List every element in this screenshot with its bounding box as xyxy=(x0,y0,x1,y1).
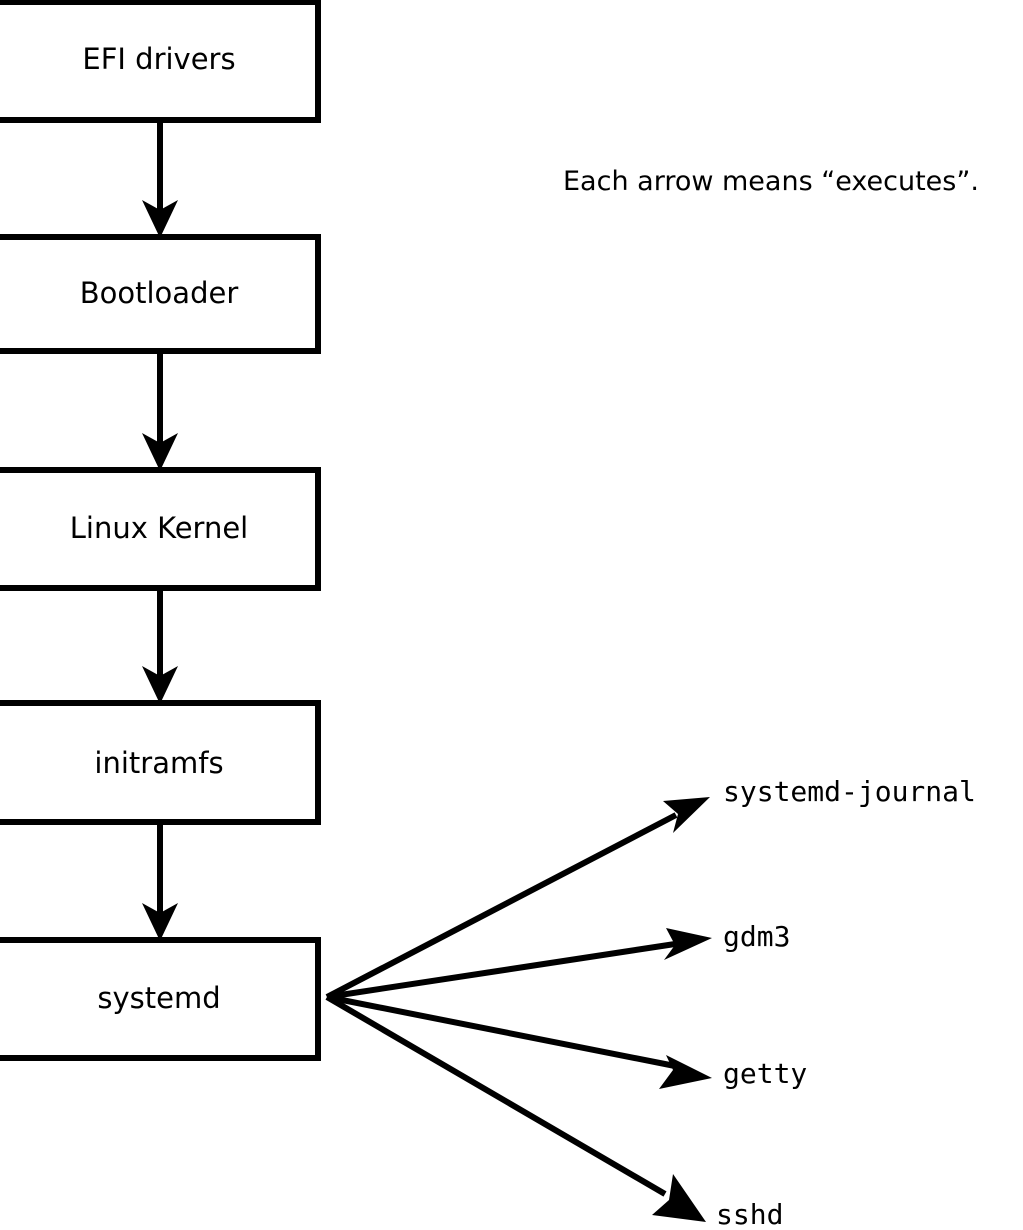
service-label-gdm3: gdm3 xyxy=(723,920,790,953)
flow-arrow-efi-to-bootloader xyxy=(142,120,178,238)
node-linux-kernel-label: Linux Kernel xyxy=(70,511,248,545)
boot-chain-group: EFI drivers Bootloader Linux Kernel init… xyxy=(0,0,321,1061)
node-bootloader-label: Bootloader xyxy=(80,276,239,310)
service-arrow-getty-line xyxy=(326,994,676,1069)
service-arrow-gdm3-line xyxy=(326,941,676,1000)
service-label-sshd: sshd xyxy=(716,1198,783,1230)
node-bootloader-rect xyxy=(0,234,321,354)
service-arrow-gdm3-head xyxy=(664,928,712,960)
node-initramfs-label: initramfs xyxy=(94,746,223,780)
service-label-getty: getty xyxy=(723,1057,807,1090)
flow-arrow-bootloader-to-kernel xyxy=(142,351,178,471)
service-labels-group: systemd-journal gdm3 getty sshd xyxy=(716,775,976,1230)
node-efi-drivers-label: EFI drivers xyxy=(82,42,235,76)
node-initramfs[interactable]: initramfs xyxy=(0,700,321,825)
flow-arrows-group xyxy=(142,120,178,941)
service-arrow-getty-head xyxy=(659,1055,712,1089)
service-arrow-sshd-head xyxy=(652,1174,706,1222)
node-efi-drivers-rect xyxy=(0,0,321,123)
service-arrow-sshd xyxy=(325,994,706,1222)
flow-arrow-initramfs-to-systemd-head xyxy=(142,903,178,941)
node-efi-drivers[interactable]: EFI drivers xyxy=(0,0,321,123)
service-arrow-getty xyxy=(326,994,712,1089)
node-linux-kernel-rect xyxy=(0,467,321,591)
service-arrow-systemd-journal xyxy=(325,797,710,1000)
flow-arrow-kernel-to-initramfs-head xyxy=(142,666,178,704)
service-arrow-gdm3 xyxy=(326,928,712,1000)
service-arrow-systemd-journal-head xyxy=(663,797,710,833)
flow-arrow-efi-to-bootloader-head xyxy=(142,200,178,238)
legend-caption: Each arrow means “executes”. xyxy=(563,166,979,197)
service-arrow-systemd-journal-line xyxy=(325,812,678,1000)
flow-arrow-kernel-to-initramfs xyxy=(142,588,178,704)
node-linux-kernel[interactable]: Linux Kernel xyxy=(0,467,321,591)
node-systemd[interactable]: systemd xyxy=(0,937,321,1061)
flow-arrow-bootloader-to-kernel-head xyxy=(142,433,178,471)
service-arrows-group xyxy=(325,797,712,1222)
service-label-systemd-journal: systemd-journal xyxy=(723,775,976,808)
service-arrow-sshd-line xyxy=(325,994,667,1197)
node-systemd-rect xyxy=(0,937,321,1061)
node-systemd-label: systemd xyxy=(97,981,220,1015)
node-bootloader[interactable]: Bootloader xyxy=(0,234,321,354)
flow-arrow-initramfs-to-systemd xyxy=(142,822,178,941)
